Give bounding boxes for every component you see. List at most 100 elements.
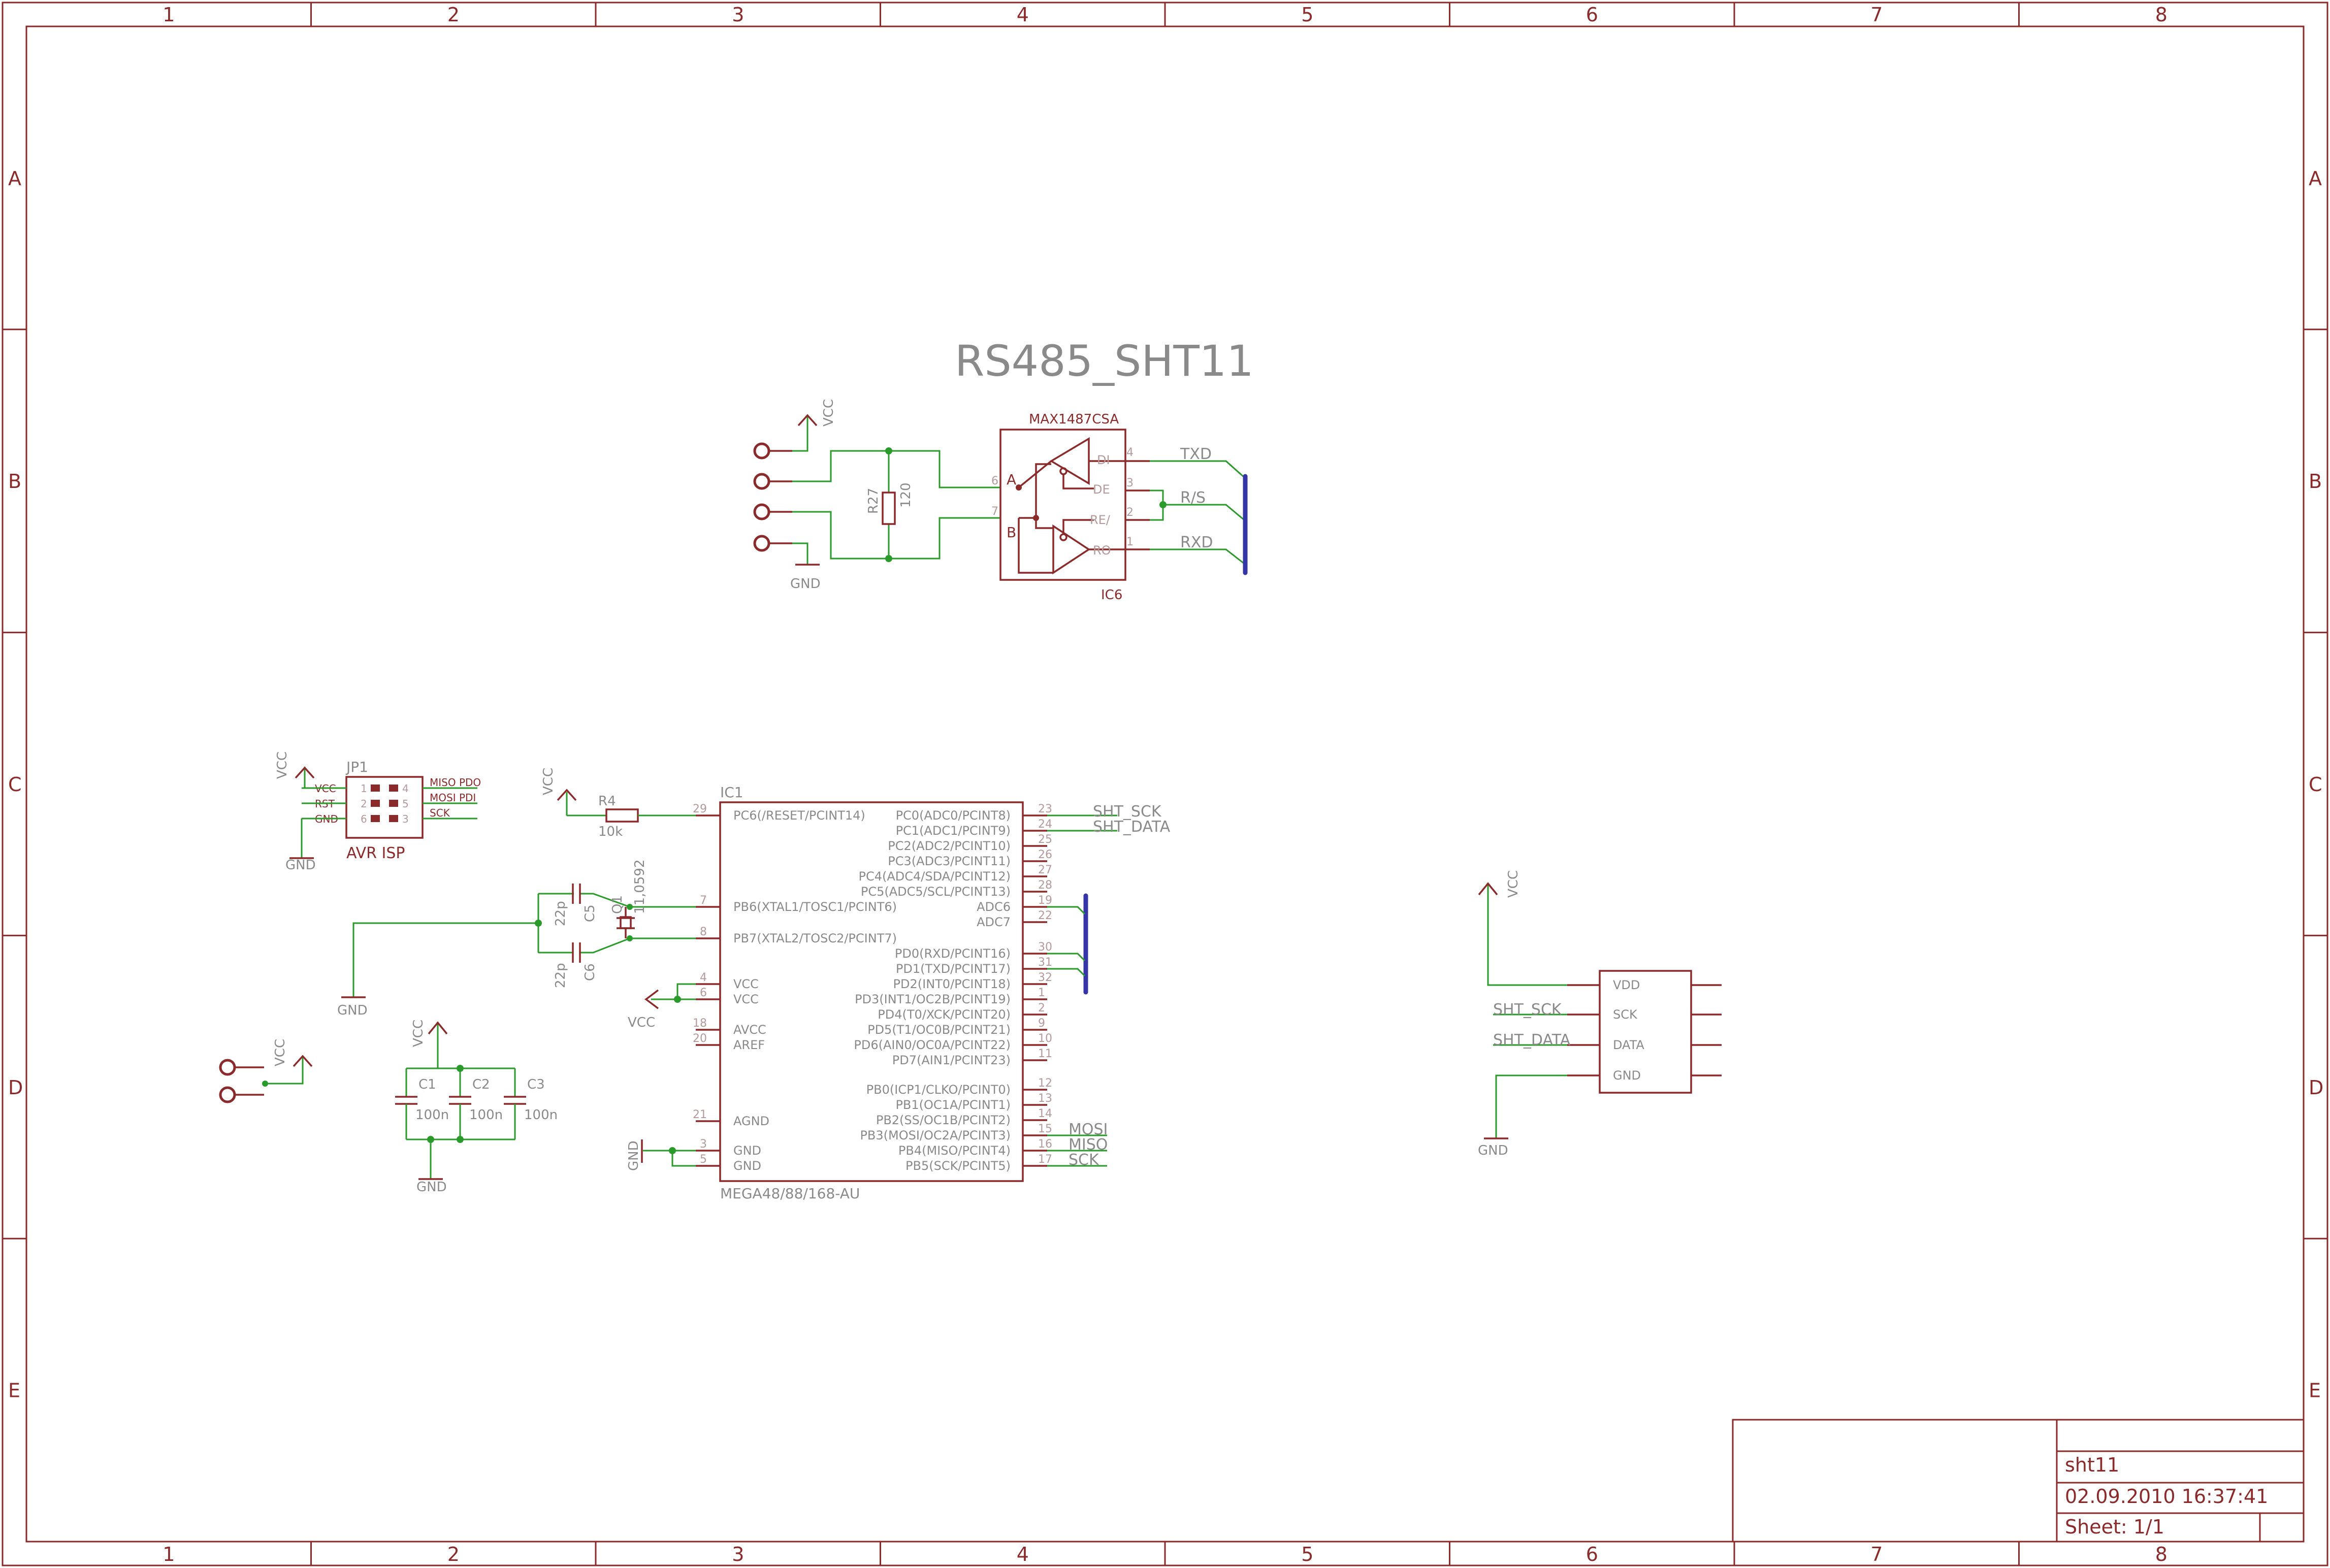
net-rs: R/S [1180,489,1206,507]
mcu-right-pin-label: ADC7 [977,915,1011,929]
isp-right-pin-number: 4 [402,782,409,795]
isp-pad [371,800,380,807]
titleblock-date: 02.09.2010 16:37:41 [2065,1485,2268,1508]
titleblock-sheet: Sheet: 1/1 [2065,1516,2164,1538]
mcu-left-pin-number: 18 [693,1017,707,1030]
mcu-right-pin-number: 14 [1038,1107,1052,1120]
mcu-right-pin-label: PD0(RXD/PCINT16) [895,946,1011,961]
isp-pad [389,815,398,822]
isp-pad [389,800,398,807]
mcu-right-pin-number: 30 [1038,941,1052,954]
frame-col-label-bottom: 1 [163,1543,175,1565]
mcu-value: MEGA48/88/168-AU [720,1185,860,1202]
mcu-left-pin-label: PB7(XTAL2/TOSC2/PCINT7) [733,931,897,945]
c6-value: 22p [553,963,568,988]
mcu-left-pin-label: VCC [733,977,759,991]
power-terminal-gnd[interactable] [219,1086,236,1103]
mcu-right-pin-number: 19 [1038,894,1052,907]
isp-right-label: MISO PDO [430,776,481,789]
mcu-right-pin-number: 9 [1038,1017,1045,1030]
power-gnd-label: GND [416,1180,447,1195]
mcu-right-pin-number: 23 [1038,803,1052,815]
schematic-title: RS485_SHT11 [955,336,1254,386]
mcu-right-pin-label: PD3(INT1/OC2B/PCINT19) [855,992,1011,1006]
ic6-pin-b: B [1007,524,1016,541]
sht11-body [1599,970,1692,1094]
mcu-right-pin-number: 10 [1038,1032,1052,1045]
rs485-vcc-label: VCC [821,399,836,427]
mcu-left-pin-label: GND [733,1159,761,1173]
mcu-left-pin-label: PC6(/RESET/PCINT14) [733,808,865,823]
mcu-left-pin-label: VCC [733,992,759,1006]
isp-right-label: MOSI PDI [430,792,476,804]
power-terminal-vcc[interactable] [219,1059,236,1076]
isp-vcc-label: VCC [275,752,290,779]
c5-name: C5 [582,904,598,922]
frame-col-label-bottom: 3 [732,1543,744,1565]
ic6-body [999,429,1126,581]
ic6-pin-di: DI [1097,453,1110,467]
r4-vcc-label: VCC [541,768,556,795]
mcu-net-sht-data: SHT_DATA [1093,818,1171,836]
mcu-left-pin-label: PB6(XTAL1/TOSC1/PCINT6) [733,900,897,914]
isp-right-pin-number: 5 [402,798,409,810]
ic6-pinnum-ro: 1 [1126,536,1134,548]
ic6-value: MAX1487CSA [1029,412,1119,427]
ic6-pin-re: RE/ [1090,513,1111,527]
frame-col-label-top: 8 [2155,4,2167,26]
sht-pin-label: DATA [1613,1038,1644,1052]
rs485-terminal-gnd[interactable] [753,535,770,552]
ic6-name: IC6 [1101,587,1122,603]
mcu-left-pin-number: 4 [700,971,707,984]
crystal-section: GND Q1 11,0592 22p C5 22p C6 [337,859,696,1018]
isp-header-body [345,776,424,839]
mcu-net-sht-sck: SHT_SCK [1093,803,1162,821]
cap-name: C1 [418,1077,436,1092]
frame-col-label-bottom: 8 [2155,1543,2167,1565]
mcu-body [719,801,1024,1182]
mcu-right-pin-label: PB1(OC1A/PCINT1) [895,1098,1011,1112]
isp-left-pin-number: 2 [361,798,367,810]
mcu-right-pin-number: 32 [1038,971,1052,984]
sht-pin-label: VDD [1613,978,1640,992]
mcu-right-pin-number: 17 [1038,1153,1052,1166]
ic6-pin-de: DE [1093,482,1110,497]
mcu-left-pin-number: 5 [700,1153,707,1166]
mcu-right-pin-number: 11 [1038,1048,1052,1060]
ic6-pinnum-re: 2 [1126,506,1134,519]
driver-triangle [1049,437,1090,485]
frame-row-label-right: D [2309,1076,2323,1099]
frame-row-label-right: B [2309,470,2322,493]
isp-value: AVR ISP [346,844,405,862]
titleblock-name: sht11 [2065,1454,2119,1476]
mcu-right-pin-label: PD6(AIN0/OC0A/PCINT22) [854,1038,1011,1052]
c5-value: 22p [553,901,568,926]
mcu-right-pin-number: 24 [1038,818,1052,831]
rs485-terminal-a[interactable] [753,473,770,490]
mcu-right-pin-label: PD5(T1/OC0B/PCINT21) [867,1023,1011,1037]
r27-name: R27 [866,488,881,514]
resistor-r4 [605,808,639,823]
mcu-right-pin-number: 13 [1038,1092,1052,1105]
mcu-left-pin-number: 29 [693,803,707,815]
mcu-left-pin-number: 7 [700,894,707,907]
mcu-name: IC1 [720,784,743,801]
frame-row-label-right: C [2309,773,2322,796]
rs485-gnd-label: GND [790,576,821,592]
rs485-terminal-b[interactable] [753,503,770,520]
mcu-right-pin-label: ADC6 [977,900,1011,914]
isp-pad [371,815,380,822]
crystal-q1-name: Q1 [610,895,625,914]
frame-col-label-top: 7 [1870,4,1883,26]
rs485-terminal-vcc[interactable] [753,442,770,460]
isp-pad [371,785,380,792]
frame-row-label-left: A [8,167,21,189]
mcu-right-pin-label: PC5(ADC5/SCL/PCINT13) [861,885,1011,899]
cap-name: C2 [472,1077,490,1092]
frame-col-label-bottom: 6 [1586,1543,1598,1565]
cap-name: C3 [527,1077,545,1092]
